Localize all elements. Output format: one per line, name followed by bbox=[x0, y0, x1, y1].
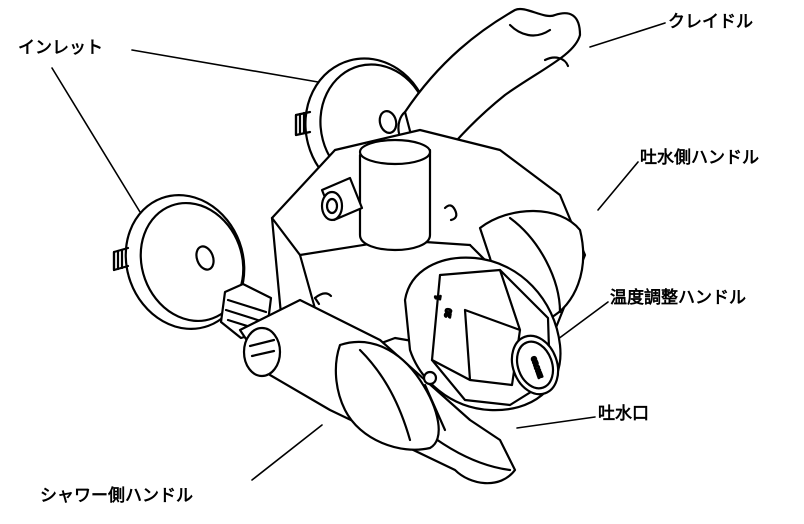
dial-tick-1: 1 bbox=[433, 294, 443, 300]
dial-tick-20: 20 bbox=[443, 307, 454, 318]
label-temperature-handle: 温度調整ハンドル bbox=[610, 288, 746, 308]
label-cradle: クレイドル bbox=[668, 12, 753, 32]
leader-inlet-right bbox=[131, 49, 319, 83]
leader-lines bbox=[51, 22, 666, 481]
temperature-dial: GROHE 1 20 bbox=[403, 256, 562, 412]
left-inlet bbox=[112, 193, 273, 340]
cradle bbox=[397, 7, 582, 162]
leader-cradle bbox=[589, 22, 666, 48]
label-spout: 吐水口 bbox=[598, 404, 649, 424]
leader-outlet-handle bbox=[597, 161, 639, 211]
leader-spout bbox=[516, 416, 596, 429]
leader-inlet-left bbox=[51, 67, 141, 213]
leader-shower-handle bbox=[251, 424, 323, 481]
label-inlet: インレット bbox=[18, 38, 103, 58]
label-outlet-side-handle: 吐水側ハンドル bbox=[640, 148, 759, 168]
shower-side-handle bbox=[334, 340, 447, 451]
label-shower-side-handle: シャワー側ハンドル bbox=[40, 486, 193, 506]
